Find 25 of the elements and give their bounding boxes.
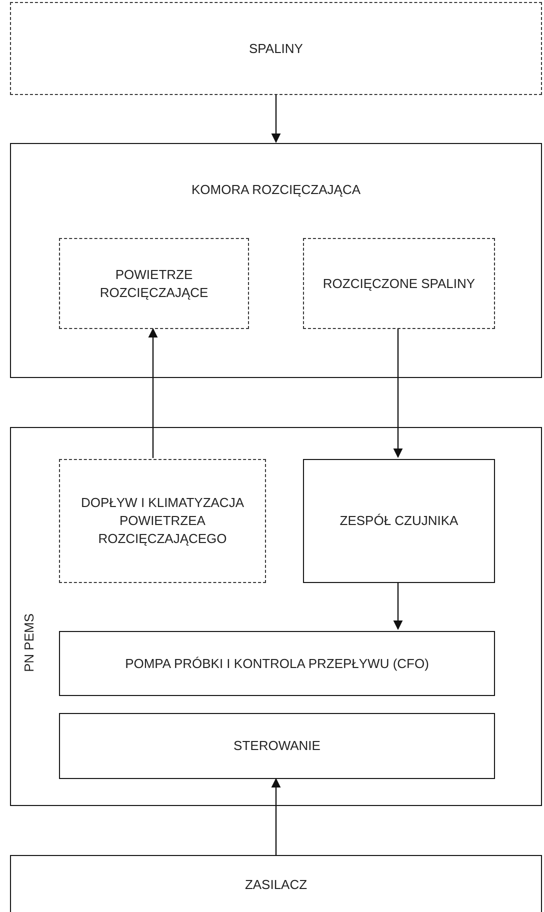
arrow — [271, 95, 281, 143]
box-title: KOMORA ROZCIĘCZAJĄCA — [190, 181, 362, 199]
box-label: ZASILACZ — [244, 876, 308, 894]
arrow — [271, 778, 281, 855]
box-title: PN PEMS — [20, 612, 38, 674]
process-box — [303, 459, 495, 583]
container-box — [10, 143, 542, 378]
process-box — [10, 855, 542, 912]
box-label: DOPŁYW I KLIMATYZACJA POWIETRZEA ROZCIĘCZAJĄCEGO — [80, 494, 245, 548]
box-label: ZESPÓŁ CZUJNIKA — [338, 512, 460, 530]
dashed-box — [10, 2, 542, 95]
box-label: SPALINY — [248, 40, 304, 58]
arrow — [393, 328, 403, 458]
process-box — [59, 631, 495, 696]
dashed-box — [303, 238, 495, 329]
dashed-box — [59, 238, 249, 329]
dashed-box — [59, 459, 266, 583]
arrow — [148, 328, 158, 458]
box-label: STEROWANIE — [232, 737, 322, 755]
box-label: POWIETRZE ROZCIĘCZAJĄCE — [98, 266, 210, 302]
box-label: ROZCIĘCZONE SPALINY — [322, 274, 476, 292]
arrow — [393, 582, 403, 630]
container-box — [10, 427, 542, 806]
process-box — [59, 713, 495, 779]
box-label: POMPA PRÓBKI I KONTROLA PRZEPŁYWU (CFO) — [124, 654, 430, 672]
